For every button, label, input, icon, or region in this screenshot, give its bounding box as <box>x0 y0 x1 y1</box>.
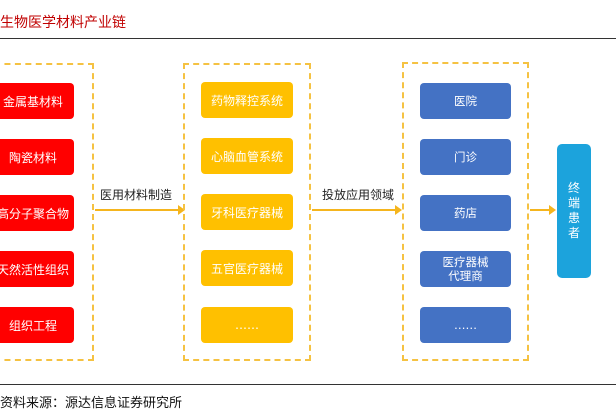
applications-group <box>183 63 311 361</box>
arrow1 <box>95 205 185 215</box>
material-box-1: 金属基材料 <box>0 83 74 119</box>
channel-box-1: 医院 <box>420 83 511 119</box>
application-box-1: 药物释控系统 <box>201 82 293 118</box>
application-box-5: …… <box>201 307 293 343</box>
source-note: 资料来源：源达信息证券研究所 <box>0 396 183 411</box>
application-box-3: 牙科医疗器械 <box>201 194 293 230</box>
application-box-2: 心脑血管系统 <box>201 138 293 174</box>
bottom-divider <box>0 384 616 385</box>
material-box-3: 高分子聚合物 <box>0 195 74 231</box>
end-patient-box: 终 端 患 者 <box>557 144 591 278</box>
channel-box-4: 医疗器械 代理商 <box>420 251 511 287</box>
material-box-2: 陶瓷材料 <box>0 139 74 175</box>
material-box-5: 组织工程 <box>0 307 74 343</box>
arrow3 <box>530 205 556 215</box>
channels-group <box>402 62 529 361</box>
material-box-4: 天然活性组织 <box>0 251 74 287</box>
channel-box-5: …… <box>420 307 511 343</box>
arrow2 <box>312 205 402 215</box>
arrow1-label: 医用材料制造 <box>100 188 173 202</box>
arrow2-label: 投放应用领域 <box>322 188 395 202</box>
channel-box-3: 药店 <box>420 195 511 231</box>
channel-box-2: 门诊 <box>420 139 511 175</box>
title-divider <box>0 38 616 39</box>
materials-group <box>0 63 94 361</box>
application-box-4: 五官医疗器械 <box>201 250 293 286</box>
chart-title: 生物医学材料产业链 <box>0 15 126 31</box>
